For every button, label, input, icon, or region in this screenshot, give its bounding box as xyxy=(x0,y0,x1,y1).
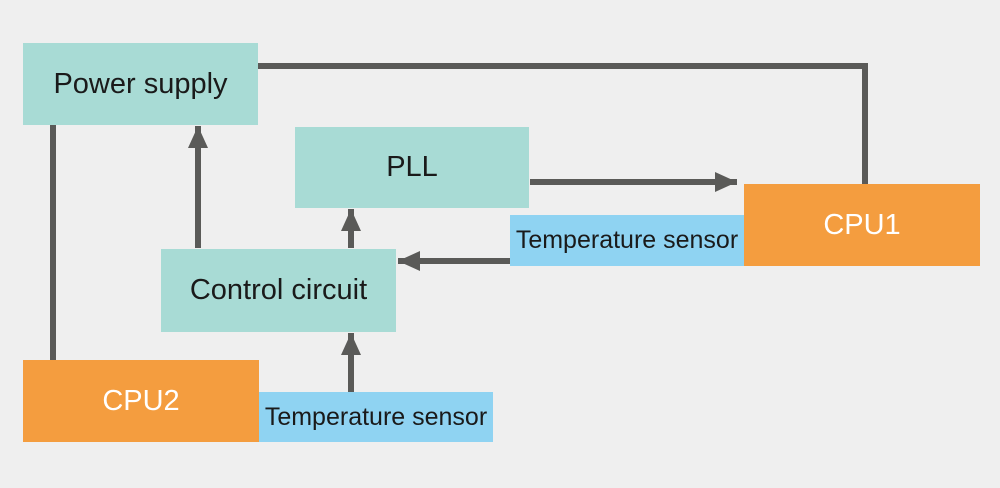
cpu1-label: CPU1 xyxy=(823,208,901,241)
temperature-sensor-cpu2: Temperature sensor xyxy=(259,392,493,442)
power-supply-label: Power supply xyxy=(53,67,228,100)
power-supply-block: Power supply xyxy=(23,43,258,125)
line-power-to-cpu1 xyxy=(258,63,868,184)
pll-block: PLL xyxy=(295,127,529,208)
temperature-sensor-cpu1-label: Temperature sensor xyxy=(515,226,739,254)
control-circuit-label: Control circuit xyxy=(189,274,368,306)
cpu1-block: CPU1 xyxy=(744,184,980,266)
pll-label: PLL xyxy=(386,151,438,183)
temperature-sensor-cpu2-label: Temperature sensor xyxy=(264,402,488,431)
cpu2-label: CPU2 xyxy=(102,384,180,417)
temperature-sensor-cpu1: Temperature sensor xyxy=(510,215,744,266)
cpu2-block: CPU2 xyxy=(23,360,259,442)
control-circuit-block: Control circuit xyxy=(161,249,396,332)
